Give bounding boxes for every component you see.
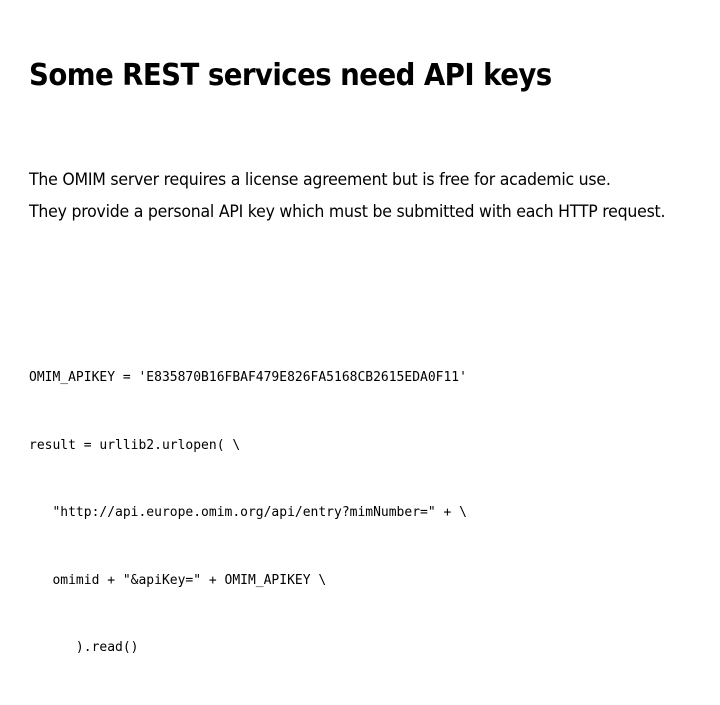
- code-line-1: OMIM_APIKEY = 'E835870B16FBAF479E826FA51…: [29, 370, 467, 385]
- page-title: Some REST services need API keys: [29, 58, 552, 93]
- body-paragraph-2: They provide a personal API key which mu…: [29, 202, 666, 221]
- body-text-block: The OMIM server requires a license agree…: [29, 166, 701, 230]
- code-line-2: result = urllib2.urlopen( \: [29, 437, 241, 453]
- body-paragraph-1: The OMIM server requires a license agree…: [29, 170, 611, 189]
- code-block: OMIM_APIKEY = 'E835870B16FBAF479E826FA51…: [29, 322, 691, 705]
- code-line-3: "http://api.europe.omim.org/api/entry?mi…: [29, 505, 467, 520]
- slide-canvas: Some REST services need API keys The OMI…: [29, 58, 701, 655]
- code-line-4: omimid + "&apiKey=" + OMIM_APIKEY \: [29, 572, 327, 588]
- code-line-5: ).read(): [29, 640, 139, 655]
